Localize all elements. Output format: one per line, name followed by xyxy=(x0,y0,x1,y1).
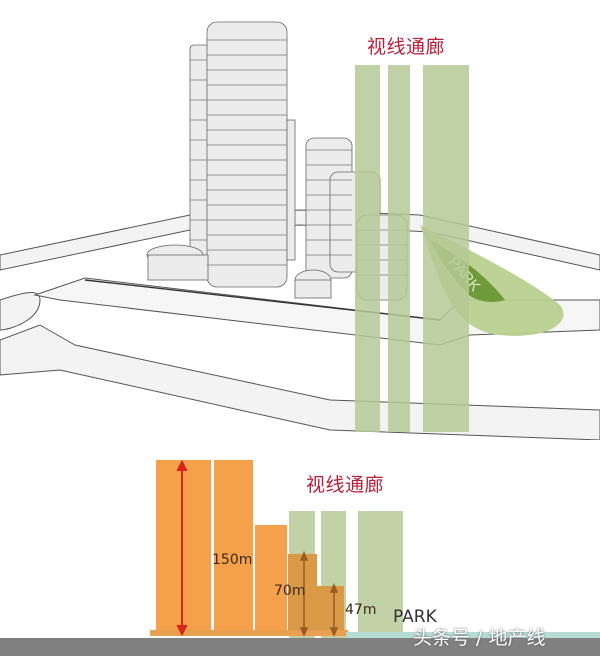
building-70m xyxy=(288,554,317,634)
corridor-title-top: 视线通廊 xyxy=(367,36,446,58)
building-tower-1 xyxy=(156,460,211,632)
podium xyxy=(150,630,348,636)
building-mid xyxy=(255,525,287,632)
height-label-47m: 47m xyxy=(345,602,377,618)
sight-corridor-bar-1 xyxy=(355,65,380,432)
sight-corridor-bar-2 xyxy=(388,65,410,432)
corridor-title-section: 视线通廊 xyxy=(306,474,385,496)
building-tower-2 xyxy=(214,460,253,632)
height-arrows xyxy=(176,459,339,637)
sight-corridor-bar-3 xyxy=(423,65,469,432)
park-label-section: PARK xyxy=(393,607,437,627)
section-diagram: 视线通廊 150m 70m 47m PARK 头条号 / 地产线 xyxy=(0,440,600,656)
height-label-150m: 150m xyxy=(212,552,253,568)
watermark: 头条号 / 地产线 xyxy=(413,627,546,649)
height-label-70m: 70m xyxy=(274,583,306,599)
ground-line xyxy=(0,638,600,656)
site-drawing: PARK xyxy=(0,21,600,440)
section-corridor-bar-3 xyxy=(358,511,403,638)
building-47m xyxy=(317,586,344,634)
massing-model: PARK 视线通廊 xyxy=(0,21,600,440)
water-strip xyxy=(346,632,600,642)
